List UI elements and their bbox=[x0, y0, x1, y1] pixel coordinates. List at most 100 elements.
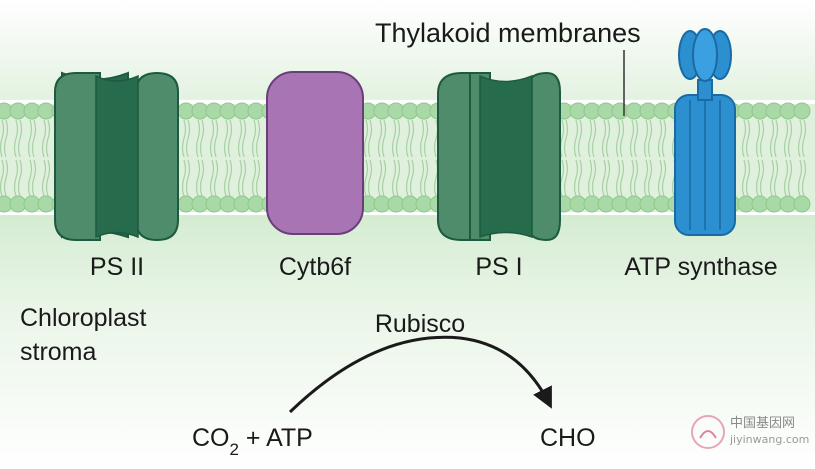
lipid-tail bbox=[615, 159, 621, 197]
lipid-tail bbox=[13, 119, 19, 158]
lipid-tail bbox=[787, 119, 793, 158]
lipid-tail bbox=[367, 159, 373, 197]
lipid-tail bbox=[657, 159, 663, 197]
lipid-tail bbox=[381, 119, 387, 158]
lipid-tail bbox=[759, 119, 765, 158]
lipid-tail bbox=[185, 119, 191, 158]
lipid-tail bbox=[181, 159, 187, 197]
lipid-tail bbox=[181, 119, 187, 158]
lipid-tail bbox=[419, 159, 425, 197]
lipid-tail bbox=[573, 159, 579, 197]
lipid-tail bbox=[619, 119, 625, 158]
lipid-tail bbox=[409, 159, 415, 197]
lipid-tail bbox=[0, 119, 5, 158]
lipid-tail bbox=[601, 119, 607, 158]
lipid-tail bbox=[643, 119, 649, 158]
lipid-tail bbox=[31, 159, 37, 197]
lipid-tail bbox=[661, 119, 667, 158]
lipid-tail bbox=[251, 159, 257, 197]
lipid-tail bbox=[213, 159, 219, 197]
lipid-tail bbox=[797, 119, 803, 158]
lipid-tail bbox=[45, 159, 51, 197]
lipid-tail bbox=[17, 159, 23, 197]
lipid-tail bbox=[223, 159, 229, 197]
lipid-tail bbox=[237, 159, 243, 197]
cytb6f-label: Cytb6f bbox=[279, 253, 351, 281]
lipid-tail bbox=[405, 159, 411, 197]
lipid-tail bbox=[367, 119, 373, 158]
lipid-tail bbox=[419, 119, 425, 158]
lipid-tail bbox=[619, 159, 625, 197]
watermark-logo-icon bbox=[691, 415, 725, 449]
lipid-tail bbox=[241, 119, 247, 158]
lipid-tail bbox=[577, 119, 583, 158]
lipid-head bbox=[793, 195, 811, 213]
lipid-tail bbox=[227, 159, 233, 197]
atp-synthase-label: ATP synthase bbox=[624, 253, 777, 281]
lipid-tail bbox=[797, 159, 803, 197]
lipid-tail bbox=[251, 119, 257, 158]
lipid-tail bbox=[209, 159, 215, 197]
lipid-tail bbox=[587, 119, 593, 158]
reaction-arrow bbox=[288, 335, 552, 414]
lipid-tail bbox=[237, 119, 243, 158]
lipid-tail bbox=[801, 159, 807, 197]
lipid-tail bbox=[223, 119, 229, 158]
lipid-tail bbox=[573, 119, 579, 158]
lipid-tail bbox=[755, 119, 761, 158]
lipid-tail bbox=[755, 159, 761, 197]
ps-i-complex bbox=[437, 71, 561, 242]
lipid-tail bbox=[787, 159, 793, 197]
lipid-tail bbox=[195, 159, 201, 197]
lipid-tail bbox=[255, 159, 261, 197]
lipid-tail bbox=[773, 159, 779, 197]
lipid-tail bbox=[801, 119, 807, 158]
lipid-tail bbox=[27, 159, 33, 197]
lipid-tail bbox=[577, 159, 583, 197]
lipid-tail bbox=[395, 159, 401, 197]
lipid-tail bbox=[615, 119, 621, 158]
lipid-tail bbox=[13, 159, 19, 197]
lipid-tail bbox=[601, 159, 607, 197]
rubisco-label: Rubisco bbox=[375, 310, 465, 338]
lipid-tail bbox=[409, 119, 415, 158]
membrane-label: Thylakoid membranes bbox=[375, 18, 641, 48]
watermark-line2: jiyinwang.com bbox=[729, 433, 809, 446]
lipid-tail bbox=[773, 119, 779, 158]
lipid-tail bbox=[391, 159, 397, 197]
lipid-tail bbox=[241, 159, 247, 197]
product-label: CHO bbox=[540, 424, 596, 452]
lipid-tail bbox=[633, 159, 639, 197]
lipid-tail bbox=[423, 119, 429, 158]
reactant-label: CO2 + ATP bbox=[192, 424, 313, 459]
lipid-tail bbox=[227, 119, 233, 158]
lipid-tail bbox=[643, 159, 649, 197]
lipid-tail bbox=[377, 119, 383, 158]
lipid-tail bbox=[629, 119, 635, 158]
lipid-tail bbox=[395, 119, 401, 158]
lipid-tail bbox=[587, 159, 593, 197]
ps-ii-complex bbox=[54, 71, 179, 242]
lipid-tail bbox=[363, 119, 369, 158]
lipid-tail bbox=[0, 159, 5, 197]
watermark-line1: 中国基因网 bbox=[730, 416, 795, 431]
lipid-tail bbox=[255, 119, 261, 158]
stroma-label-line2: stroma bbox=[20, 338, 97, 366]
lipid-tail bbox=[423, 159, 429, 197]
lipid-tail bbox=[741, 159, 747, 197]
lipid-tail bbox=[633, 119, 639, 158]
lipid-tail bbox=[657, 119, 663, 158]
lipid-tail bbox=[3, 159, 9, 197]
lipid-tail bbox=[199, 159, 205, 197]
watermark: 中国基因网 jiyinwang.com bbox=[691, 415, 809, 449]
ps-i-label: PS I bbox=[475, 253, 522, 281]
lipid-tail bbox=[45, 119, 51, 158]
lipid-tail bbox=[647, 159, 653, 197]
lipid-tail bbox=[591, 119, 597, 158]
lipid-tail bbox=[605, 119, 611, 158]
lipid-tail bbox=[563, 159, 569, 197]
lipid-tail bbox=[363, 159, 369, 197]
lipid-tail bbox=[405, 119, 411, 158]
